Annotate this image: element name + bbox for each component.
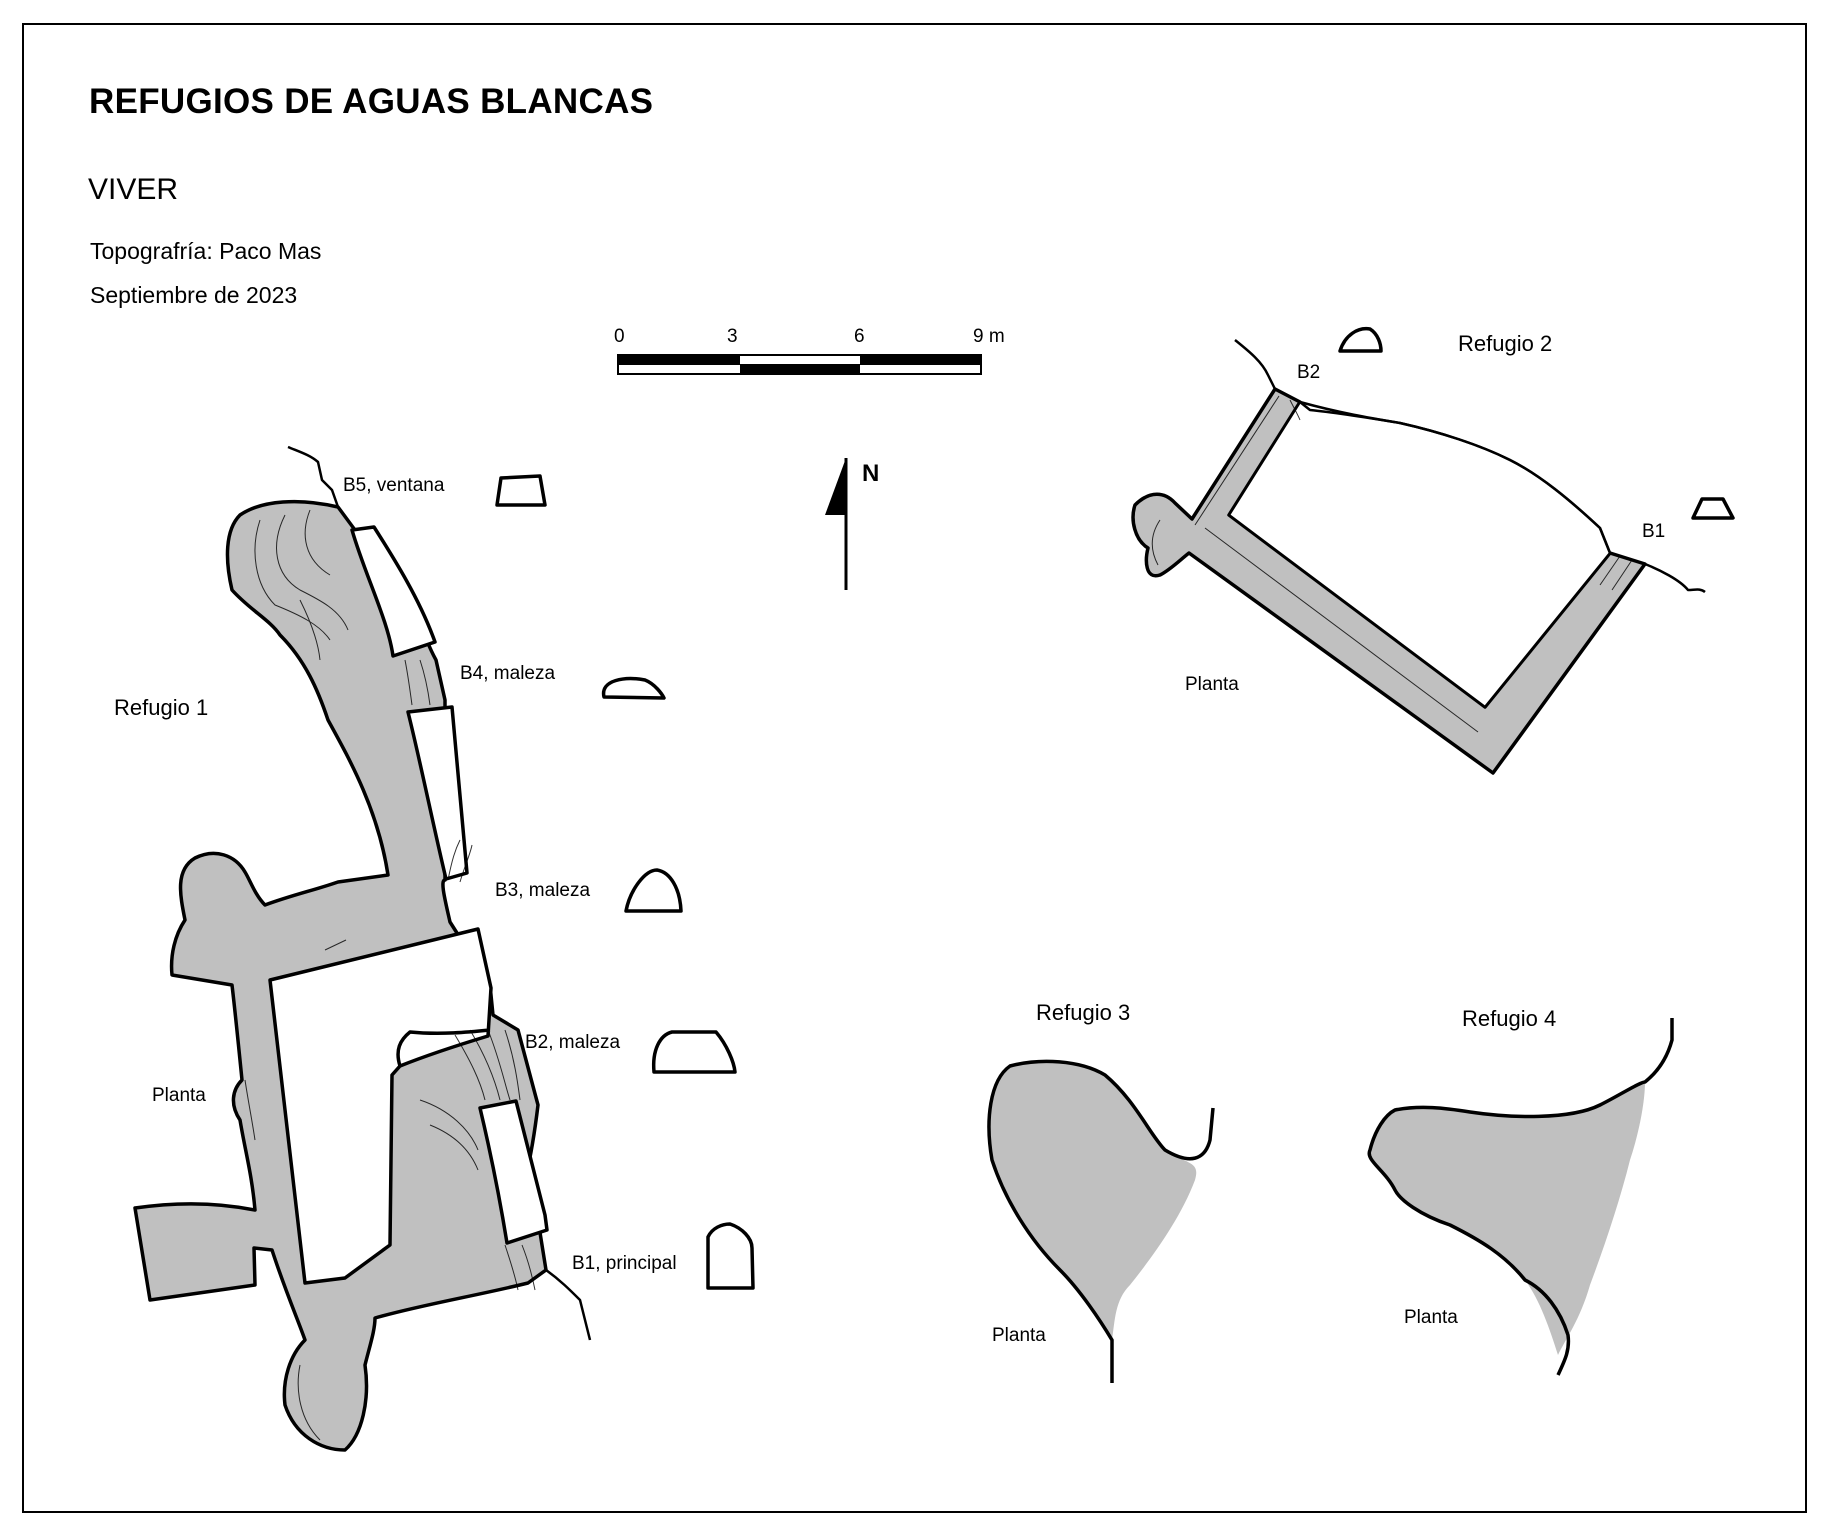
refugio1-rock-pillar-1	[350, 525, 437, 658]
refugio2-contour-lines	[1151, 395, 1633, 733]
scale-tick-6: 6	[854, 326, 865, 347]
profile-r2-b2-icon	[1338, 326, 1383, 353]
refugio1-plan	[133, 445, 592, 1452]
refugio3-chamber	[989, 1061, 1197, 1340]
refugio2-name: Refugio 2	[1458, 331, 1553, 356]
survey-date: Septiembre de 2023	[90, 282, 298, 308]
refugio1-entrance-b2: B2, maleza	[525, 1032, 621, 1053]
refugio1-rock-pillar-4	[478, 1099, 549, 1245]
profile-r2-b1-icon	[1691, 497, 1735, 520]
profile-b4-icon	[602, 676, 666, 700]
refugio4-chamber	[1369, 1082, 1645, 1355]
map-title: REFUGIOS DE AGUAS BLANCAS	[89, 82, 654, 121]
scale-tick-3: 3	[727, 326, 738, 347]
refugio1-entrance-b5: B5, ventana	[343, 475, 445, 496]
profile-b3-icon	[624, 868, 683, 913]
refugio4-name: Refugio 4	[1462, 1006, 1557, 1031]
topography-credit: Topografría: Paco Mas	[90, 238, 322, 264]
refugio4-outline	[1367, 1018, 1674, 1376]
refugio1-entrance-b1: B1, principal	[572, 1253, 677, 1274]
refugio1-entrance-b3: B3, maleza	[495, 880, 591, 901]
refugio1-contour-lines	[244, 509, 536, 1441]
profile-b2-icon	[651, 1030, 737, 1074]
scale-tick-9: 9 m	[973, 326, 1005, 347]
refugio2-plan	[1131, 339, 1706, 775]
refugio3-name: Refugio 3	[1036, 1000, 1131, 1025]
refugio2-gallery	[1131, 387, 1647, 775]
refugio1-surface-paths	[287, 445, 592, 1341]
refugio1-view-label: Planta	[152, 1085, 206, 1106]
refugio2-entrance-b1: B1	[1642, 521, 1666, 542]
refugio4-plan	[1367, 1018, 1674, 1376]
refugio1-entrance-b4: B4, maleza	[460, 663, 556, 684]
profile-b5-icon	[495, 474, 547, 507]
refugio1-name: Refugio 1	[114, 695, 209, 720]
map-subtitle: VIVER	[88, 173, 179, 206]
refugio1-rock-pillar-2	[406, 705, 469, 881]
refugio2-view-label: Planta	[1185, 674, 1239, 695]
refugio3-plan	[987, 1059, 1215, 1383]
refugio2-entrance-profiles	[1338, 326, 1735, 520]
scale-tick-0: 0	[614, 326, 625, 347]
refugio2-entrance-b2: B2	[1297, 362, 1321, 383]
profile-b1-icon	[706, 1222, 755, 1290]
north-label: N	[862, 460, 880, 487]
refugio1-entrance-profiles	[495, 474, 755, 1290]
map-frame	[22, 23, 1807, 1513]
refugio2-surface-paths	[1234, 339, 1706, 594]
scale-bar	[617, 354, 982, 375]
refugio3-view-label: Planta	[992, 1325, 1046, 1346]
refugio4-view-label: Planta	[1404, 1307, 1458, 1328]
north-arrow	[825, 458, 848, 590]
refugio3-outline	[987, 1059, 1215, 1383]
